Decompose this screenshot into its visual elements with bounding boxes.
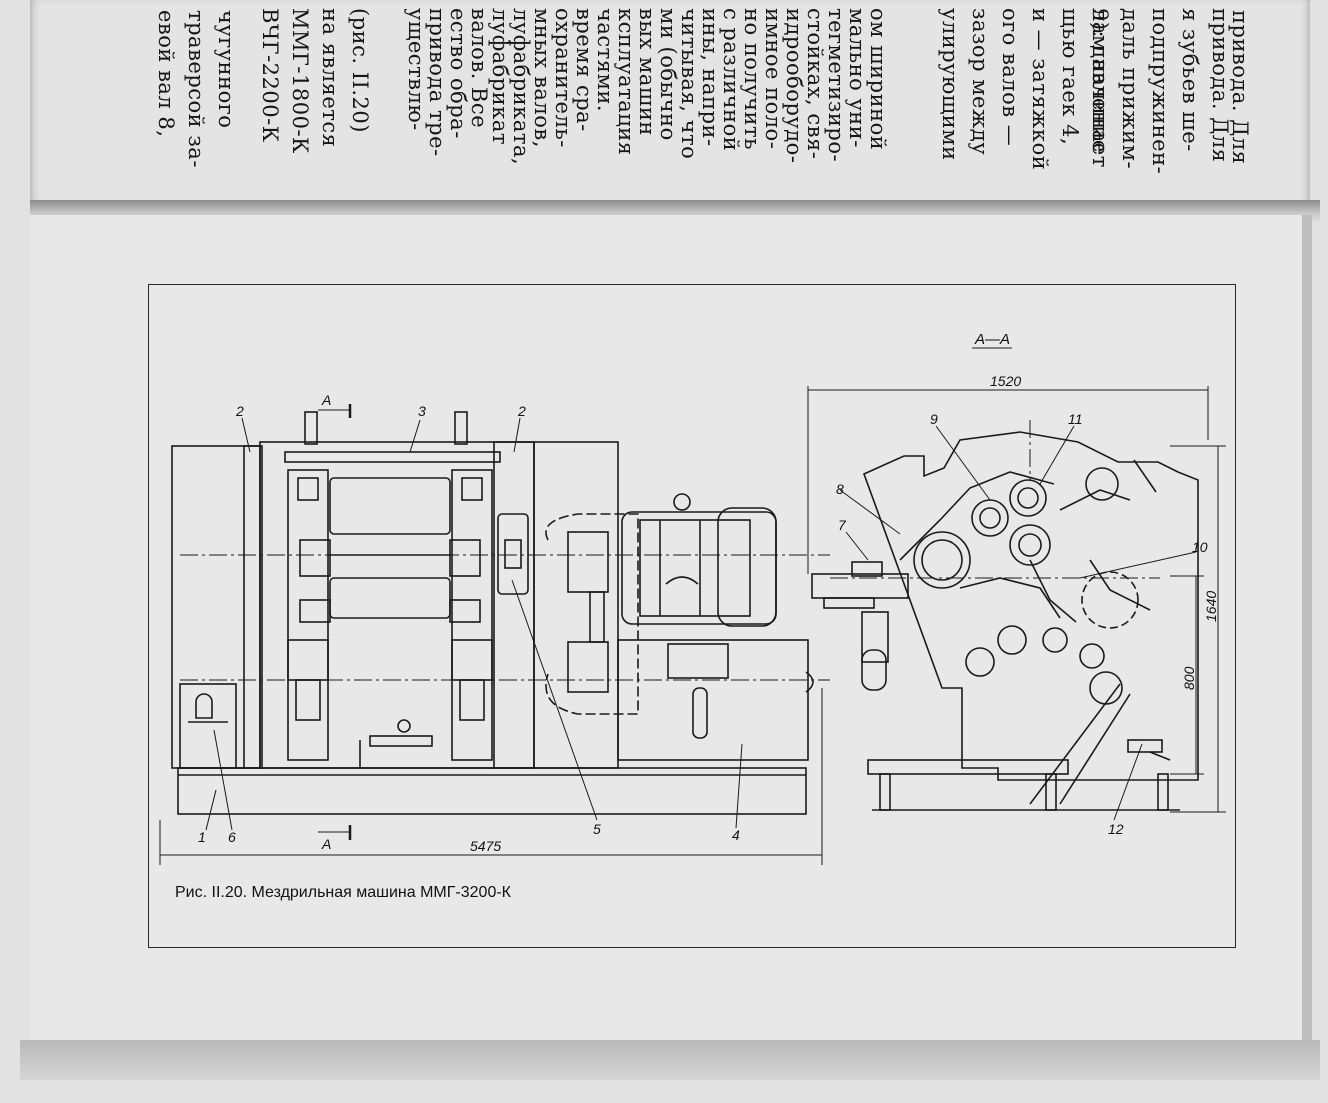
dimension-section-height-lower: 800 xyxy=(1181,666,1197,690)
callout-2-right: 2 xyxy=(517,403,526,419)
page-edge xyxy=(20,1040,1320,1080)
callout-5: 5 xyxy=(593,821,601,837)
figure-frame xyxy=(148,284,1236,948)
section-mark-bottom: А xyxy=(321,836,331,852)
callout-9: 9 xyxy=(930,411,938,427)
dimension-section-height: 1640 xyxy=(1203,591,1219,622)
machine-section-view xyxy=(807,347,1226,821)
machine-side-view xyxy=(159,404,830,865)
callout-7: 7 xyxy=(838,517,847,533)
upper-page: привода. Для xyxy=(30,0,1310,215)
callout-3: 3 xyxy=(418,403,426,419)
callout-8: 8 xyxy=(836,481,844,497)
section-title: А—А xyxy=(974,331,1010,348)
callout-12: 12 xyxy=(1108,821,1124,837)
dimension-section-width: 1520 xyxy=(990,373,1021,389)
callout-1: 1 xyxy=(198,829,206,845)
callout-11: 11 xyxy=(1068,411,1083,427)
callout-4: 4 xyxy=(732,827,740,843)
figure-caption: Рис. II.20. Мездрильная машина ММГ-3200-… xyxy=(175,884,511,901)
callout-10: 10 xyxy=(1192,539,1208,555)
section-mark-top: А xyxy=(321,392,331,408)
dimension-total-length: 5475 xyxy=(470,838,501,854)
callout-2-left: 2 xyxy=(235,403,244,419)
callout-6: 6 xyxy=(228,829,236,845)
